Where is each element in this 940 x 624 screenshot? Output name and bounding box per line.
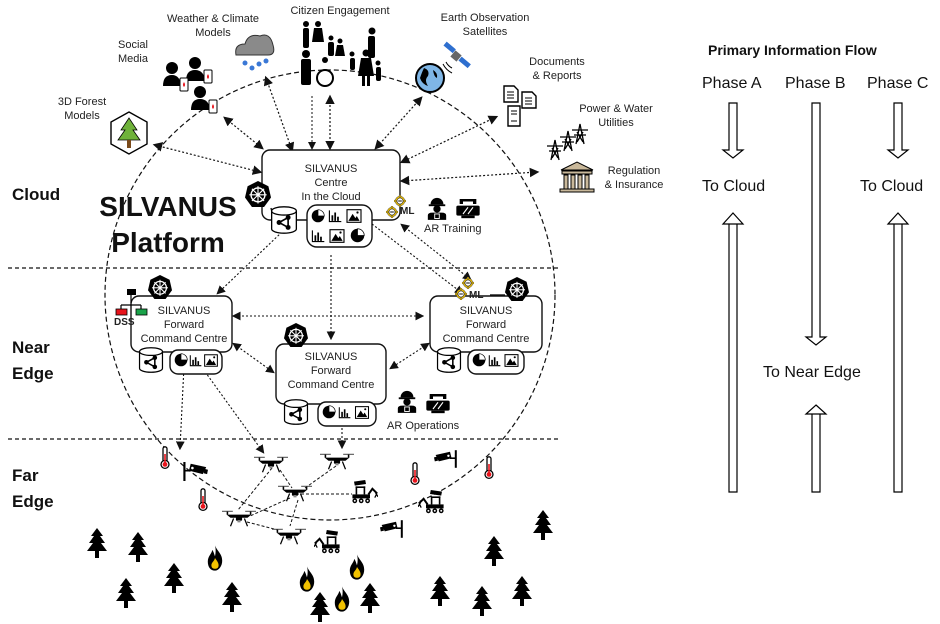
label-regulation-insurance: Regulation& Insurance xyxy=(604,165,664,191)
forest-cube-icon xyxy=(110,111,148,155)
dss-red-block xyxy=(115,308,128,316)
ground-robot-icon xyxy=(418,490,445,514)
platform-title: SILVANUS Platform xyxy=(99,191,237,258)
phase-b-up-arrow xyxy=(804,404,828,493)
tree-icon xyxy=(128,532,148,562)
label-citizen-engagement: Citizen Engagement xyxy=(290,5,390,17)
phase-a-down-arrow xyxy=(721,102,745,159)
arrow-3d-forest xyxy=(152,142,263,175)
ml-tag-fcc-right: ML xyxy=(469,290,484,301)
phase-b-label: Phase B xyxy=(785,75,846,92)
tree-icon xyxy=(484,536,504,566)
thermometer-icon xyxy=(484,456,494,480)
arrow-documents xyxy=(399,115,499,164)
arrow-fcc-left-middle xyxy=(232,342,275,374)
drone-icon xyxy=(272,528,306,545)
ml-gear-icon xyxy=(462,277,474,289)
arrow-social-media xyxy=(223,116,264,150)
phase-c-target: To Cloud xyxy=(860,178,924,195)
tree-icon xyxy=(87,528,107,558)
ml-tag-cloud: ML xyxy=(400,206,415,217)
arrow-ml-exchange xyxy=(400,223,472,281)
phase-b-target: To Near Edge xyxy=(763,364,861,381)
rain-cloud-icon xyxy=(235,34,275,71)
flow-title: Primary Information Flow xyxy=(708,42,877,58)
phase-a-target: To Cloud xyxy=(702,178,766,195)
tree-icon xyxy=(512,576,532,606)
drone-icon xyxy=(222,510,256,527)
fire-icon xyxy=(349,554,365,580)
information-flow-arrows xyxy=(721,102,910,493)
cctv-camera-icon xyxy=(434,450,457,468)
arrow-regulation xyxy=(399,167,540,186)
tree-icon xyxy=(164,563,184,593)
documents-icon xyxy=(503,85,537,127)
forest-trees xyxy=(87,510,553,622)
platform-boundary xyxy=(104,69,556,521)
layer-label-near-edge: Near Edge xyxy=(12,338,54,383)
phase-b-down-arrow xyxy=(804,102,828,346)
tree-icon xyxy=(533,510,553,540)
tree-icon xyxy=(472,586,492,616)
tree-icon xyxy=(430,576,450,606)
label-documents-reports: Documents& Reports xyxy=(529,56,585,82)
graph-database-icon xyxy=(270,206,298,234)
tree-icon xyxy=(116,578,136,608)
ground-robot-icon xyxy=(351,480,378,504)
ground-robot-icon xyxy=(314,530,341,554)
ar-operations-label: AR Operations xyxy=(387,420,460,432)
phase-c-label: Phase C xyxy=(867,75,929,92)
drone-icon xyxy=(320,453,354,470)
citizens-icon xyxy=(301,21,381,87)
tree-icon xyxy=(360,583,380,613)
cctv-camera-icon xyxy=(183,462,208,481)
phase-c-down-arrow xyxy=(886,102,910,159)
tree-icon xyxy=(222,582,242,612)
ar-worker-icon xyxy=(397,390,417,413)
phase-a-label: Phase A xyxy=(702,75,762,92)
fire-icon xyxy=(334,586,350,612)
satellite-globe-icon xyxy=(415,41,471,93)
ar-worker-icon xyxy=(427,197,447,220)
social-users-icon xyxy=(163,57,218,114)
layer-label-far-edge: Far Edge xyxy=(12,466,54,511)
institution-icon xyxy=(559,161,595,193)
ar-training-label: AR Training xyxy=(424,223,482,235)
cctv-camera-icon xyxy=(380,520,403,538)
graph-database-icon xyxy=(436,347,462,373)
graph-database-icon xyxy=(283,399,309,425)
thermometer-icon xyxy=(160,446,170,470)
power-pylon-icon xyxy=(547,123,588,161)
ar-headset-icon xyxy=(426,394,450,414)
graph-database-icon xyxy=(138,347,164,373)
dss-green-block xyxy=(135,308,148,316)
layer-label-cloud: Cloud xyxy=(12,185,61,204)
thermometer-icon xyxy=(198,488,208,512)
arrow-fcc-right-middle xyxy=(389,342,430,370)
dss-tag: DSS xyxy=(114,317,135,328)
thermometer-icon xyxy=(410,462,420,486)
ar-headset-icon xyxy=(456,199,480,219)
arrow-weather xyxy=(263,75,295,153)
phase-a-up-arrow xyxy=(721,212,745,493)
tree-icon xyxy=(310,592,330,622)
arrow-satellite xyxy=(374,96,423,150)
fire-icon xyxy=(207,545,223,571)
phase-c-up-arrow xyxy=(886,212,910,493)
drone-mesh-links xyxy=(237,465,352,531)
fire-icon xyxy=(299,566,315,592)
arrow-cloud-to-fcc-left xyxy=(216,231,283,295)
